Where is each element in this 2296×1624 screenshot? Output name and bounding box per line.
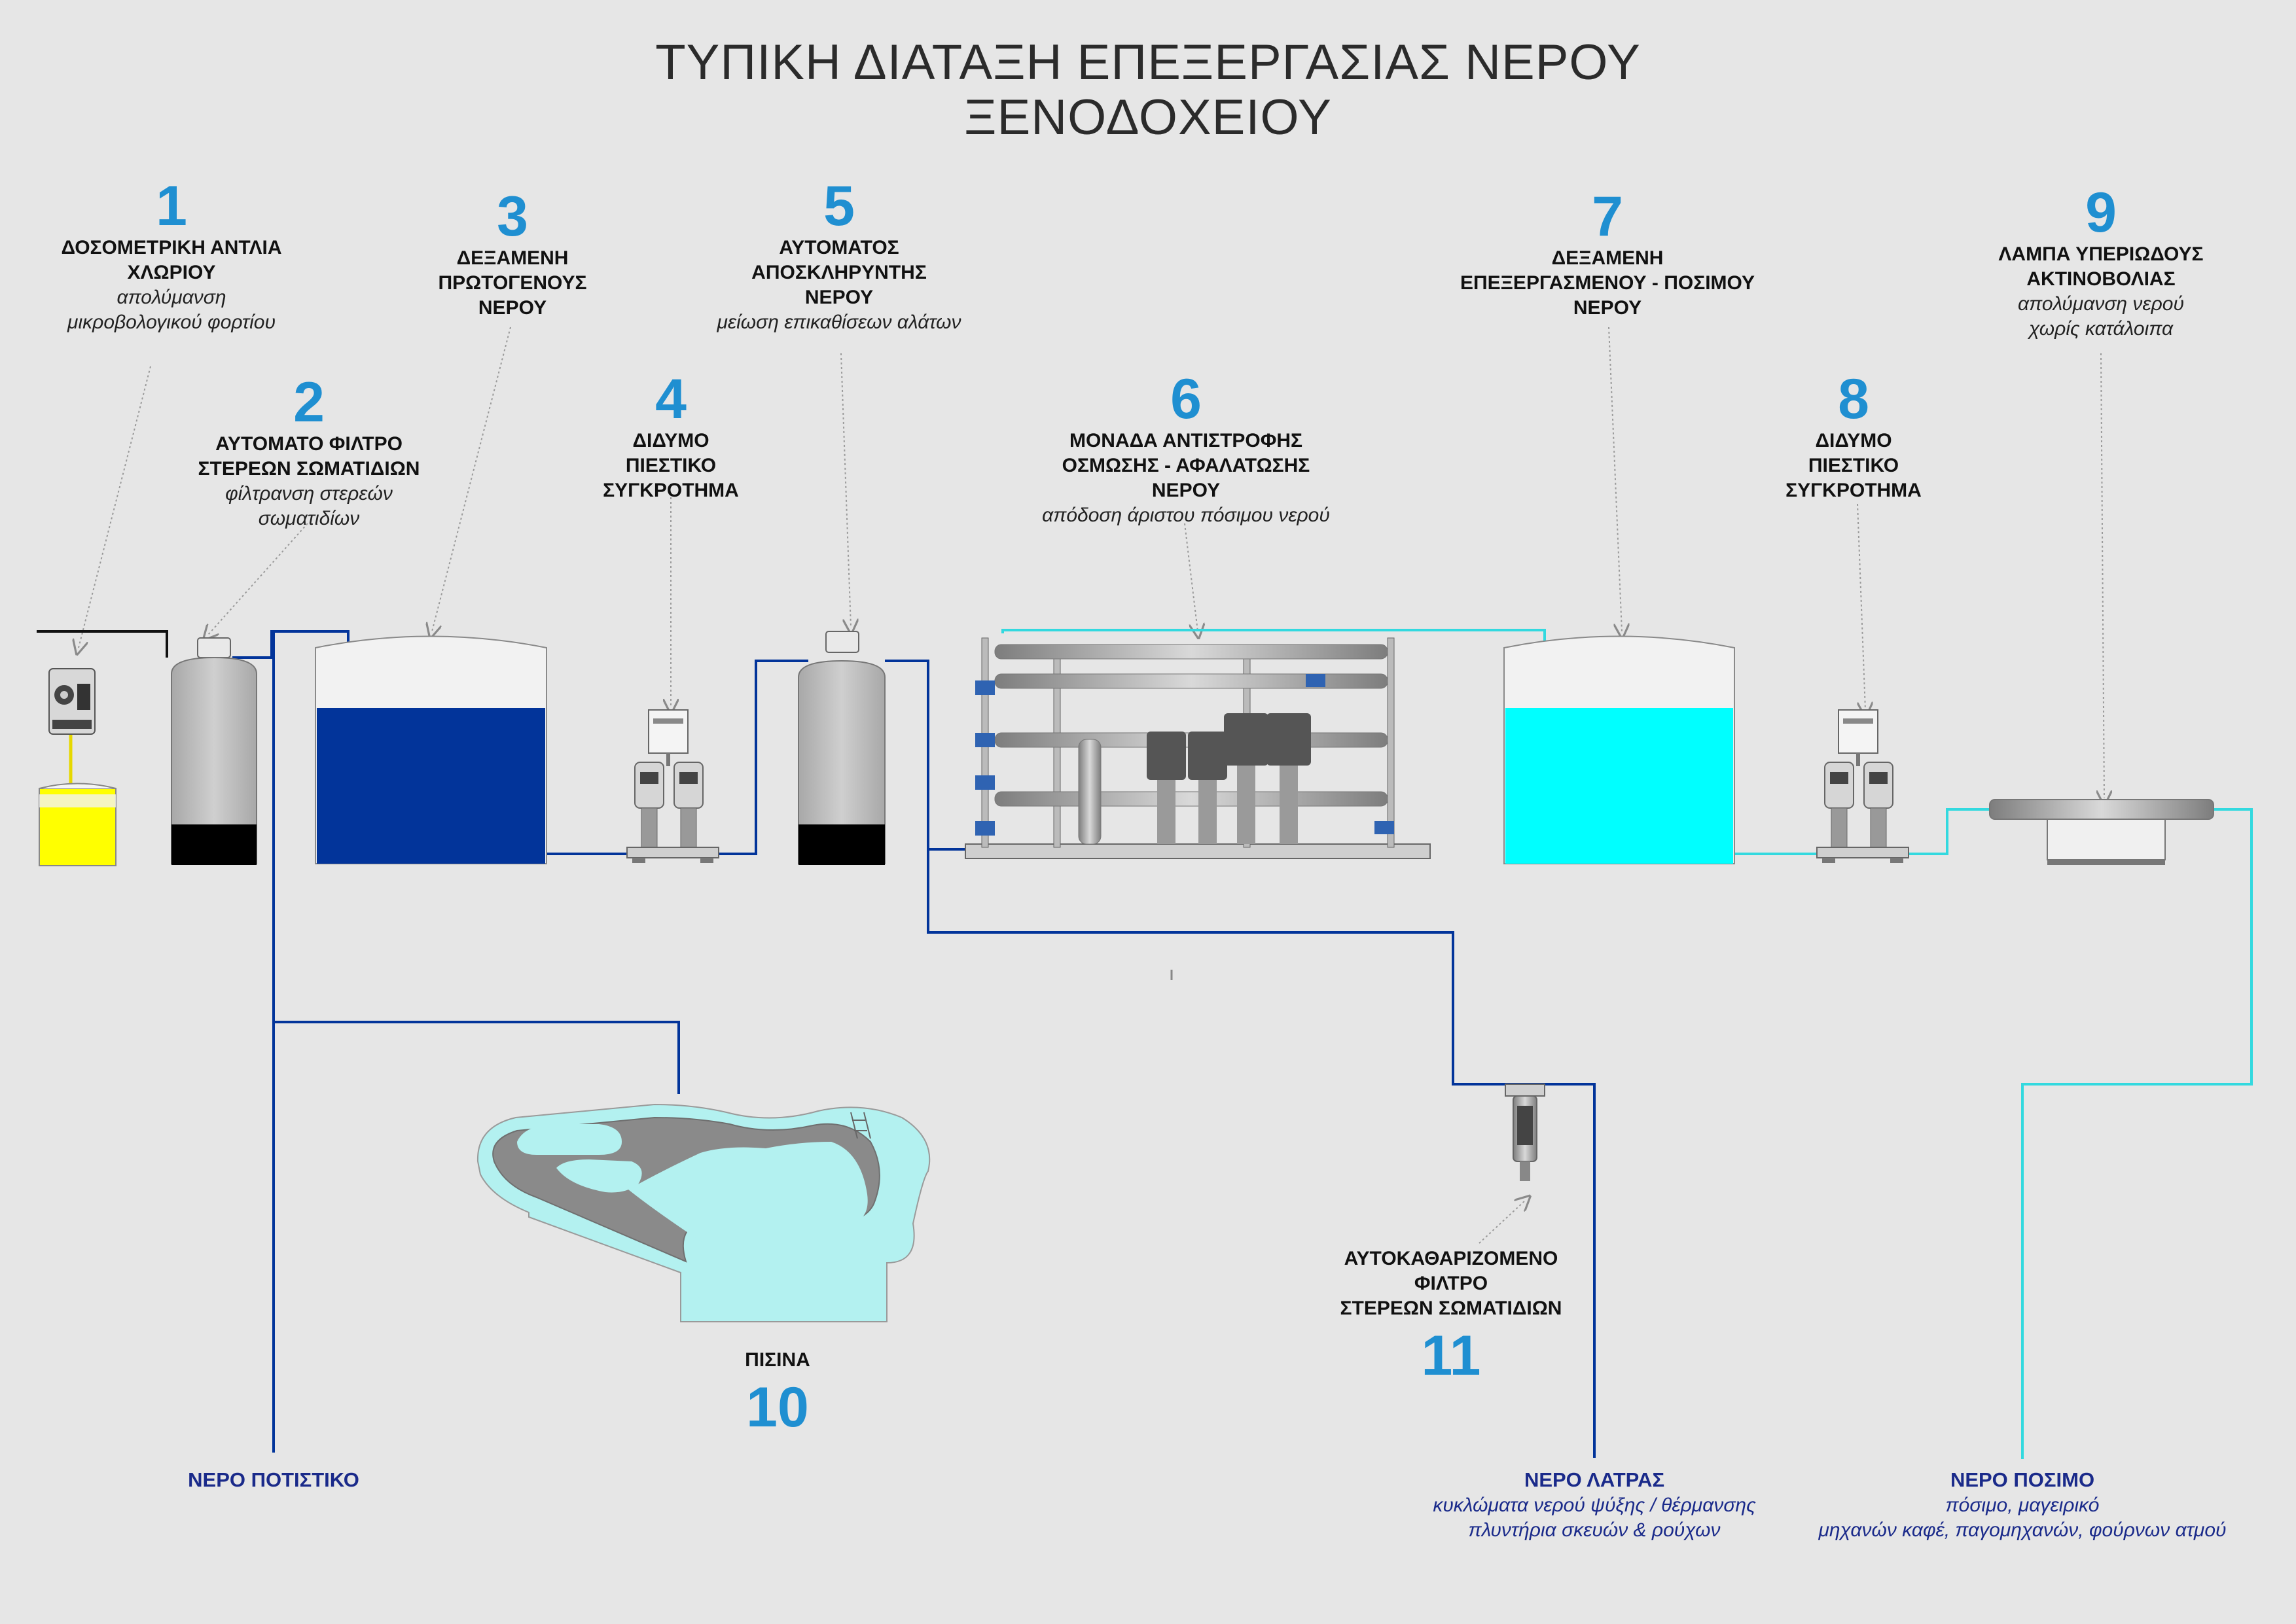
component-name-line: ΣΥΓΚΡΟΤΗΜΑ: [603, 480, 739, 501]
component-number: 3: [497, 185, 528, 248]
water-softener-vessel: [798, 631, 886, 865]
raw-water-tank: [315, 635, 547, 864]
component-description-line: σωματιδίων: [258, 508, 360, 529]
component-number: 6: [1170, 368, 1202, 431]
component-name-line: ΣΥΓΚΡΟΤΗΜΑ: [1785, 480, 1922, 501]
component-description-line: απολύμανση νερού: [2018, 293, 2184, 315]
component-description-line: απολύμανση: [117, 287, 226, 308]
component-number: 11: [1421, 1324, 1481, 1387]
component-name-line: ΔΙΔΥΜΟ: [1815, 430, 1892, 451]
component-name-line: ΝΕΡΟΥ: [804, 287, 874, 308]
uv-lamp-unit: [1989, 799, 2214, 865]
output-label-2: ΝΕΡΟ ΛΑΤΡΑΣ κυκλώματα νερού ψύξης / θέρμα…: [1333, 1467, 1856, 1543]
component-name-line: ΑΠΟΣΚΛΗΡΥΝΤΗΣ: [751, 262, 927, 283]
component-name-line: ΑΥΤΟΜΑΤΟΣ: [779, 237, 899, 258]
component-number: 10: [746, 1376, 809, 1439]
component-name-line: ΠΡΩΤΟΓΕΝΟΥΣ: [438, 272, 587, 294]
component-name-line: ΜΟΝΑΔΑ ΑΝΤΙΣΤΡΟΦΗΣ: [1069, 430, 1303, 451]
inlet-pipe: [37, 630, 168, 658]
component-number: 4: [655, 368, 687, 431]
component-name-line: ΑΚΤΙΝΟΒΟΛΙΑΣ: [2026, 268, 2176, 290]
component-name-line: ΟΣΜΩΣΗΣ - ΑΦΑΛΑΤΩΣΗΣ: [1062, 455, 1310, 476]
output-name: ΝΕΡΟ ΠΟΤΙΣΤΙΚΟ: [188, 1468, 359, 1491]
permeate-pipe: [1001, 629, 1546, 648]
component-name-line: ΔΕΞΑΜΕΝΗ: [1551, 247, 1664, 269]
component-name-line: ΠΙΣΙΝΑ: [745, 1349, 810, 1371]
output-name: ΝΕΡΟ ΛΑΤΡΑΣ: [1524, 1468, 1665, 1491]
component-name-line: ΛΑΜΠΑ ΥΠΕΡΙΩΔΟΥΣ: [1998, 243, 2204, 265]
component-description-line: απόδοση άριστου πόσιμου νερού: [1042, 504, 1330, 526]
component-description-line: φίλτρανση στερεών: [225, 483, 393, 504]
component-name-line: ΝΕΡΟΥ: [478, 297, 547, 319]
leader-8: [1857, 503, 1865, 710]
automatic-filter-vessel: [171, 637, 257, 865]
leader-3: [432, 327, 511, 631]
output-label-1: ΝΕΡΟ ΠΟΤΙΣΤΙΚΟ: [12, 1467, 535, 1493]
dosing-pump-unit: [39, 668, 117, 866]
reverse-osmosis-unit: [965, 637, 1431, 859]
component-number: 7: [1592, 185, 1623, 248]
component-name-line: ΦΙΛΤΡΟ: [1414, 1273, 1488, 1294]
component-number: 9: [2085, 181, 2117, 244]
output-description-line: κυκλώματα νερού ψύξης / θέρμανσης: [1433, 1494, 1756, 1516]
component-name-line: ΧΛΩΡΙΟΥ: [127, 262, 216, 283]
output-description-line: πόσιμο, μαγειρικό: [1945, 1494, 2100, 1516]
leader-lines: [79, 327, 2104, 1244]
component-name-line: ΝΕΡΟΥ: [1573, 297, 1642, 319]
leader-11: [1479, 1201, 1525, 1244]
output-name: ΝΕΡΟ ΠΟΣΙΜΟ: [1950, 1468, 2095, 1491]
laundry-water-pipe: [927, 849, 1596, 1458]
component-name-line: ΝΕΡΟΥ: [1151, 480, 1221, 501]
twin-booster-pump-8: [1816, 709, 1909, 863]
output-description-line: πλυντήρια σκευών & ρούχων: [1468, 1519, 1721, 1541]
potable-water-pipe: [2021, 808, 2253, 1459]
component-label-10: ΠΙΣΙΝΑ 10: [516, 1348, 1039, 1437]
component-name-line: ΔΟΣΟΜΕΤΡΙΚΗ ΑΝΤΛΙΑ: [61, 237, 282, 258]
component-name-line: ΠΙΕΣΤΙΚΟ: [625, 455, 717, 476]
component-description-line: χωρίς κατάλοιπα: [2028, 318, 2174, 340]
twin-booster-pump-4: [626, 709, 719, 863]
output-description-line: μηχανών καφέ, παγομηχανών, φούρνων ατμού: [1818, 1519, 2227, 1541]
pump-to-uv-pipe: [1906, 808, 1990, 855]
softener-to-ro-pipe: [885, 660, 965, 851]
component-number: 5: [823, 175, 855, 238]
leader-7: [1608, 327, 1622, 631]
component-number: 1: [156, 175, 187, 238]
component-name-line: ΔΕΞΑΜΕΝΗ: [456, 247, 569, 269]
diagram-title-line-1: ΤΥΠΙΚΗ ΔΙΑΤΑΞΗ ΕΠΕΞΕΡΓΑΣΙΑΣ ΝΕΡΟΥ: [655, 35, 1641, 90]
component-label-11: ΑΥΤΟΚΑΘΑΡΙΖΟΜΕΝΟ ΦΙΛΤΡΟ ΣΤΕΡΕΩΝ ΣΩΜΑΤΙΔΙΩΝ…: [1189, 1246, 1713, 1385]
component-number: 8: [1838, 368, 1869, 431]
component-number: 2: [293, 371, 325, 434]
diagram-title-line-2: ΞΕΝΟΔΟΧΕΙΟΥ: [964, 90, 1332, 145]
component-name-line: ΑΥΤΟΚΑΘΑΡΙΖΟΜΕΝΟ: [1344, 1248, 1558, 1269]
component-name-line: ΑΥΤΟΜΑΤΟ ΦΙΛΤΡΟ: [215, 433, 403, 455]
treated-water-tank: [1503, 635, 1735, 864]
component-name-line: ΔΙΔΥΜΟ: [632, 430, 709, 451]
leader-2: [208, 523, 308, 635]
component-description-line: μικροβολογικού φορτίου: [67, 311, 276, 333]
component-name-line: ΣΤΕΡΕΩΝ ΣΩΜΑΤΙΔΙΩΝ: [1340, 1297, 1562, 1319]
component-name-line: ΕΠΕΞΕΡΓΑΣΜΕΝΟΥ - ΠΟΣΙΜΟΥ: [1460, 272, 1755, 294]
pool-supply-pipe: [274, 1021, 680, 1094]
component-name-line: ΠΙΕΣΤΙΚΟ: [1808, 455, 1899, 476]
component-name-line: ΣΤΕΡΕΩΝ ΣΩΜΑΤΙΔΙΩΝ: [198, 458, 420, 480]
pump-to-softener-pipe: [717, 660, 808, 855]
leader-9: [2101, 353, 2104, 798]
self-cleaning-filter: [1505, 1084, 1545, 1181]
component-description-line: μείωση επικαθίσεων αλάτων: [717, 311, 961, 333]
leader-6: [1184, 523, 1198, 631]
swimming-pool: [476, 1103, 931, 1322]
output-label-3: ΝΕΡΟ ΠΟΣΙΜΟ πόσιμο, μαγειρικό μηχανών καφέ…: [1761, 1467, 2284, 1543]
